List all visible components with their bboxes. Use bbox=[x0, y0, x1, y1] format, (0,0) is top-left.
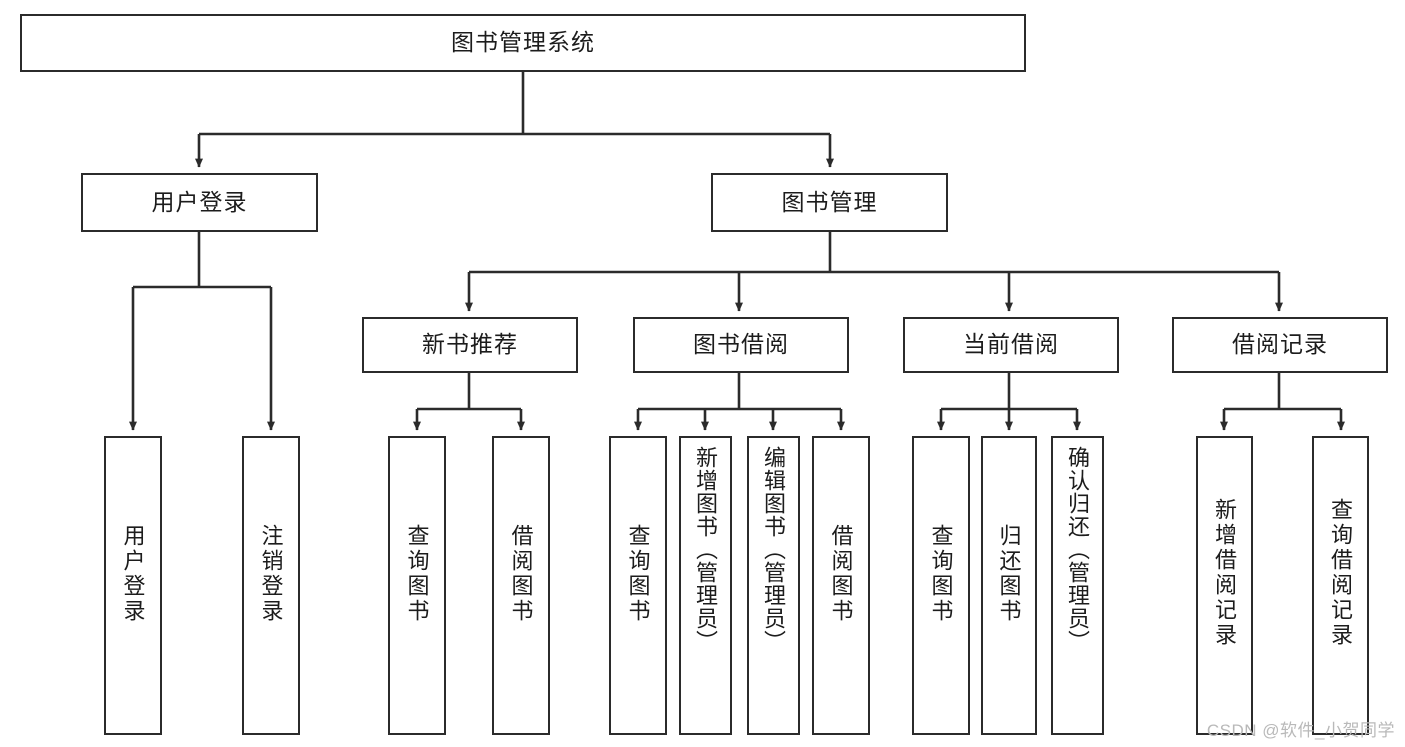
node-label: 当前借阅 bbox=[963, 331, 1059, 358]
node-label: 归还图书 bbox=[996, 524, 1022, 624]
leaf-user-login[interactable]: 用户登录 bbox=[104, 436, 162, 735]
leaf-query-book-borrow[interactable]: 查询图书 bbox=[609, 436, 667, 735]
node-user-login[interactable]: 用户登录 bbox=[81, 173, 318, 232]
node-label: 新增图书（管理员） bbox=[693, 446, 719, 653]
csdn-watermark: CSDN @软件_小贺同学 bbox=[1206, 721, 1395, 740]
leaf-query-book-current[interactable]: 查询图书 bbox=[912, 436, 970, 735]
leaf-confirm-return-admin[interactable]: 确认归还（管理员） bbox=[1051, 436, 1104, 735]
node-label: 注销登录 bbox=[258, 524, 284, 624]
node-label: 查询图书 bbox=[928, 524, 954, 624]
leaf-logout-login[interactable]: 注销登录 bbox=[242, 436, 300, 735]
node-book-management[interactable]: 图书管理 bbox=[711, 173, 948, 232]
node-label: 查询图书 bbox=[625, 524, 651, 624]
node-label: 新增借阅记录 bbox=[1212, 498, 1238, 648]
leaf-borrow-book-recommend[interactable]: 借阅图书 bbox=[492, 436, 550, 735]
node-label: 图书借阅 bbox=[693, 331, 789, 358]
node-label: 借阅图书 bbox=[508, 524, 534, 624]
node-label: 图书管理系统 bbox=[451, 29, 595, 56]
node-label: 确认归还（管理员） bbox=[1065, 446, 1091, 653]
node-root-book-management-system[interactable]: 图书管理系统 bbox=[20, 14, 1026, 72]
leaf-query-borrow-record[interactable]: 查询借阅记录 bbox=[1312, 436, 1369, 735]
node-current-borrow[interactable]: 当前借阅 bbox=[903, 317, 1119, 373]
leaf-add-book-admin[interactable]: 新增图书（管理员） bbox=[679, 436, 732, 735]
node-label: 查询借阅记录 bbox=[1328, 498, 1354, 648]
leaf-add-borrow-record[interactable]: 新增借阅记录 bbox=[1196, 436, 1253, 735]
leaf-borrow-book-borrow[interactable]: 借阅图书 bbox=[812, 436, 870, 735]
node-label: 借阅图书 bbox=[828, 524, 854, 624]
node-label: 用户登录 bbox=[120, 524, 146, 624]
node-label: 查询图书 bbox=[404, 524, 430, 624]
node-label: 编辑图书（管理员） bbox=[761, 446, 787, 653]
node-label: 借阅记录 bbox=[1232, 331, 1328, 358]
node-label: 用户登录 bbox=[151, 188, 248, 215]
leaf-return-book[interactable]: 归还图书 bbox=[981, 436, 1037, 735]
leaf-edit-book-admin[interactable]: 编辑图书（管理员） bbox=[747, 436, 800, 735]
leaf-query-book-recommend[interactable]: 查询图书 bbox=[388, 436, 446, 735]
node-label: 新书推荐 bbox=[422, 331, 518, 358]
node-book-borrow[interactable]: 图书借阅 bbox=[633, 317, 849, 373]
node-borrow-record[interactable]: 借阅记录 bbox=[1172, 317, 1388, 373]
node-label: 图书管理 bbox=[781, 188, 878, 215]
node-new-book-recommend[interactable]: 新书推荐 bbox=[362, 317, 578, 373]
